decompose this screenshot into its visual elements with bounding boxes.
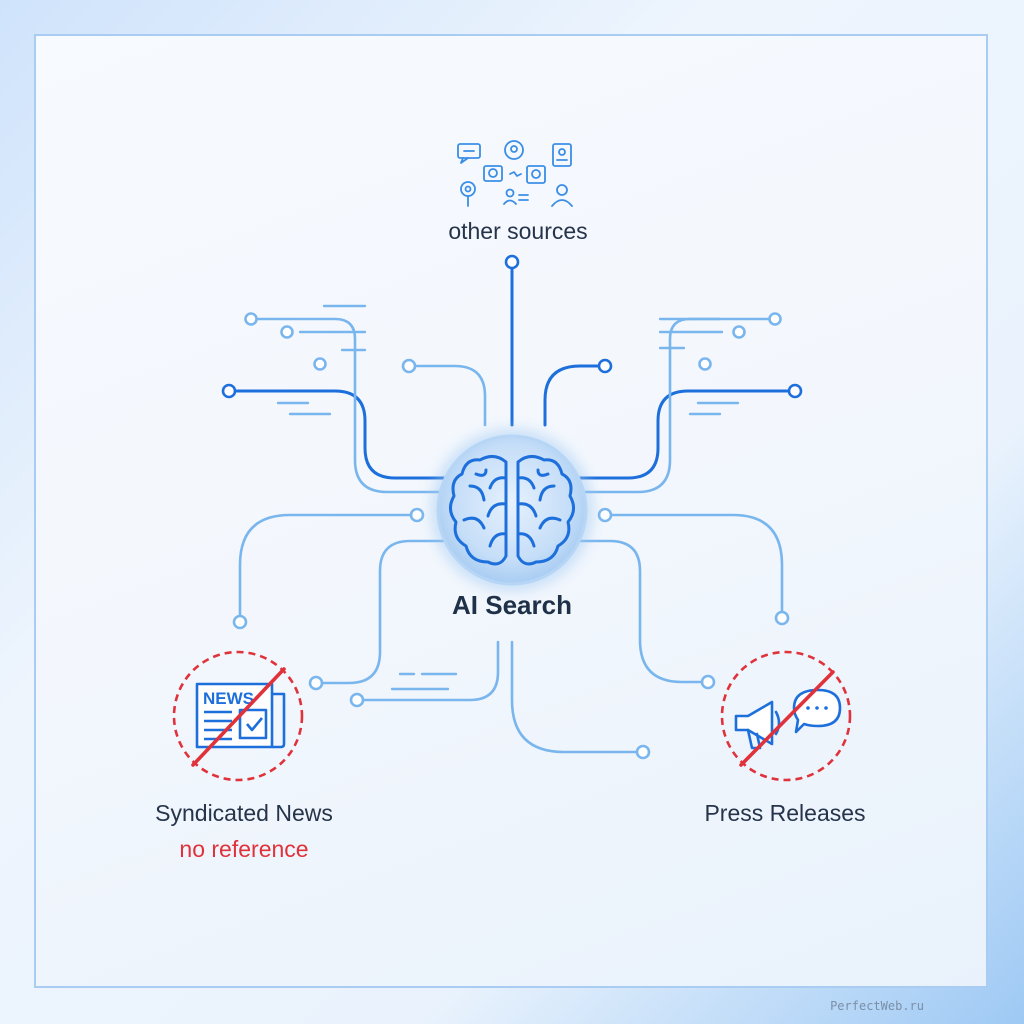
location-pin-icon [504, 140, 524, 160]
press-releases-node [720, 650, 852, 782]
brain-icon [449, 455, 575, 566]
primary-connections [227, 260, 797, 480]
user-icon [551, 184, 573, 207]
secondary-connections [238, 317, 784, 754]
media-icon [526, 165, 546, 184]
source-icons-cluster [457, 140, 573, 207]
connector-right-press [578, 539, 710, 684]
no-reference-note: no reference [179, 836, 309, 862]
link-icon [509, 171, 522, 177]
other-sources-label: other sources [448, 218, 588, 244]
press-releases-label: Press Releases [704, 800, 866, 826]
news-badge: NEWS [203, 689, 254, 708]
endpoint-dots [221, 254, 803, 760]
chat-icon [457, 143, 481, 164]
ai-search-hub [430, 428, 594, 592]
camera-icon [483, 165, 503, 182]
connector-bottom-right [510, 640, 645, 754]
user-list-icon [503, 188, 529, 205]
connector-upper-right [576, 389, 797, 480]
syndicated-news-node: NEWS [172, 650, 304, 782]
exclusion-slash [739, 670, 835, 767]
syndicated-news-label: Syndicated News [155, 800, 333, 826]
connector-right-down [603, 513, 784, 620]
speech-bubble-icon [792, 688, 842, 734]
watermark: PerfectWeb.ru [830, 999, 924, 1013]
search-pin-icon [460, 181, 476, 207]
dash-lines [276, 304, 740, 691]
connector-mid-left [407, 364, 487, 427]
exclusion-slash [191, 667, 286, 767]
connector-upper-left [227, 389, 447, 480]
connector-mid-right [543, 364, 607, 427]
connector-bottom-left [355, 640, 500, 702]
id-card-icon [552, 143, 572, 167]
megaphone-icon [734, 700, 781, 750]
connector-right-outer [578, 317, 777, 494]
ai-search-label: AI Search [452, 590, 572, 620]
connector-left-outer [249, 317, 447, 494]
connector-left-down [238, 513, 419, 624]
connector-left-news [314, 539, 447, 685]
